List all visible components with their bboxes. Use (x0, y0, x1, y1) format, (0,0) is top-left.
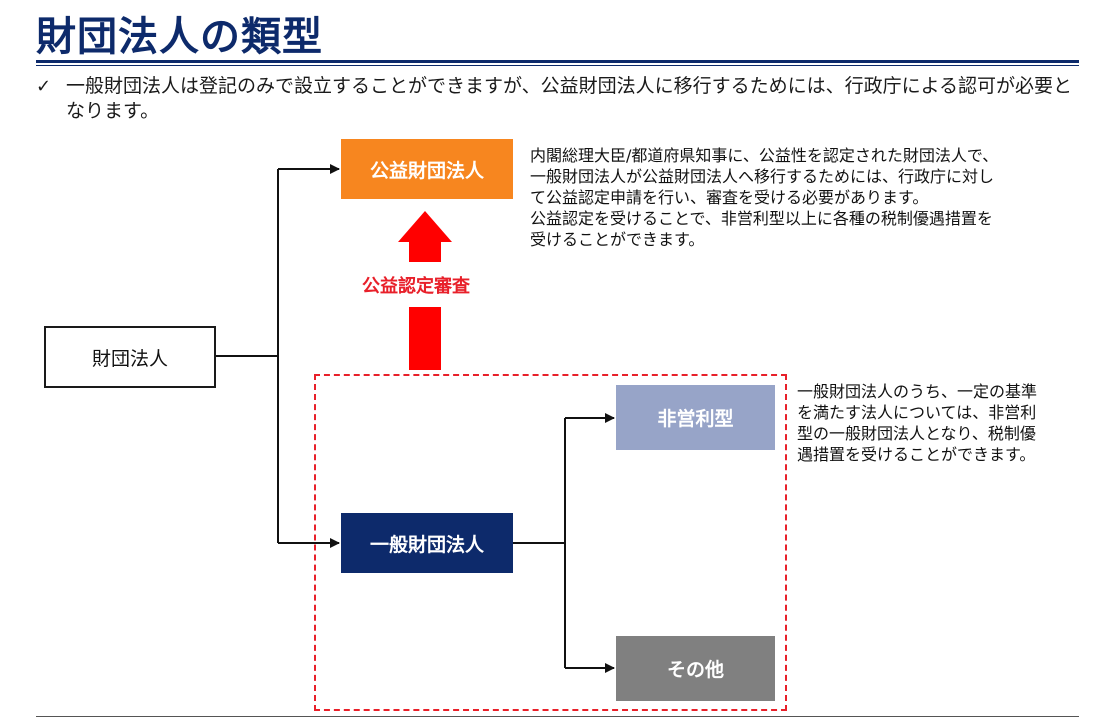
node-public-foundation: 公益財団法人 (341, 139, 513, 199)
nonprofit-description-line: を満たす法人については、非営利 (797, 403, 1037, 422)
nonprofit-description-line: 一般財団法人のうち、一定の基準 (797, 382, 1038, 401)
check-icon: ✓ (36, 76, 52, 97)
bottom-divider (36, 716, 1079, 717)
review-arrow (398, 211, 452, 370)
bullet-point: ✓ 一般財団法人は登記のみで設立することができますが、公益財団法人に移行するため… (36, 74, 1079, 124)
public-description-line: 公益認定を受けることで、非営利型以上に各種の税制優遇措置を (530, 209, 993, 228)
title-underline-thin (36, 65, 1079, 66)
node-nonprofit-type: 非営利型 (616, 385, 775, 450)
review-arrow-upper-shaft (409, 240, 441, 262)
nonprofit-description-line: 型の一般財団法人となり、税制優 (797, 424, 1036, 443)
nonprofit-description-line: 遇措置を受けることができます。 (797, 445, 1036, 464)
public-description-line: て公益認定申請を行い、審査を受ける必要があります。 (530, 188, 929, 207)
node-general-foundation: 一般財団法人 (341, 513, 513, 573)
public-description-line: 一般財団法人が公益財団法人へ移行するためには、行政庁に対し (530, 167, 995, 186)
public-description-line: 受けることができます。 (530, 230, 705, 249)
node-other: その他 (616, 636, 775, 701)
public-description-line: 内閣総理大臣/都道府県知事に、公益性を認定された財団法人で、 (530, 146, 999, 165)
page-title: 財団法人の類型 (36, 14, 323, 60)
review-arrow-head (398, 211, 452, 242)
title-underline (36, 60, 1079, 63)
bullet-text: 一般財団法人は登記のみで設立することができますが、公益財団法人に移行するためには… (66, 75, 1073, 122)
general-branch-lines (513, 413, 615, 673)
public-description: 内閣総理大臣/都道府県知事に、公益性を認定された財団法人で、 一般財団法人が公益… (530, 145, 1078, 250)
review-arrow-lower-shaft (409, 307, 441, 370)
root-branch-lines (216, 164, 340, 548)
review-label: 公益認定審査 (362, 276, 470, 297)
general-group-frame (314, 374, 787, 711)
node-foundation: 財団法人 (44, 326, 216, 388)
nonprofit-description: 一般財団法人のうち、一定の基準 を満たす法人については、非営利 型の一般財団法人… (797, 381, 1085, 465)
